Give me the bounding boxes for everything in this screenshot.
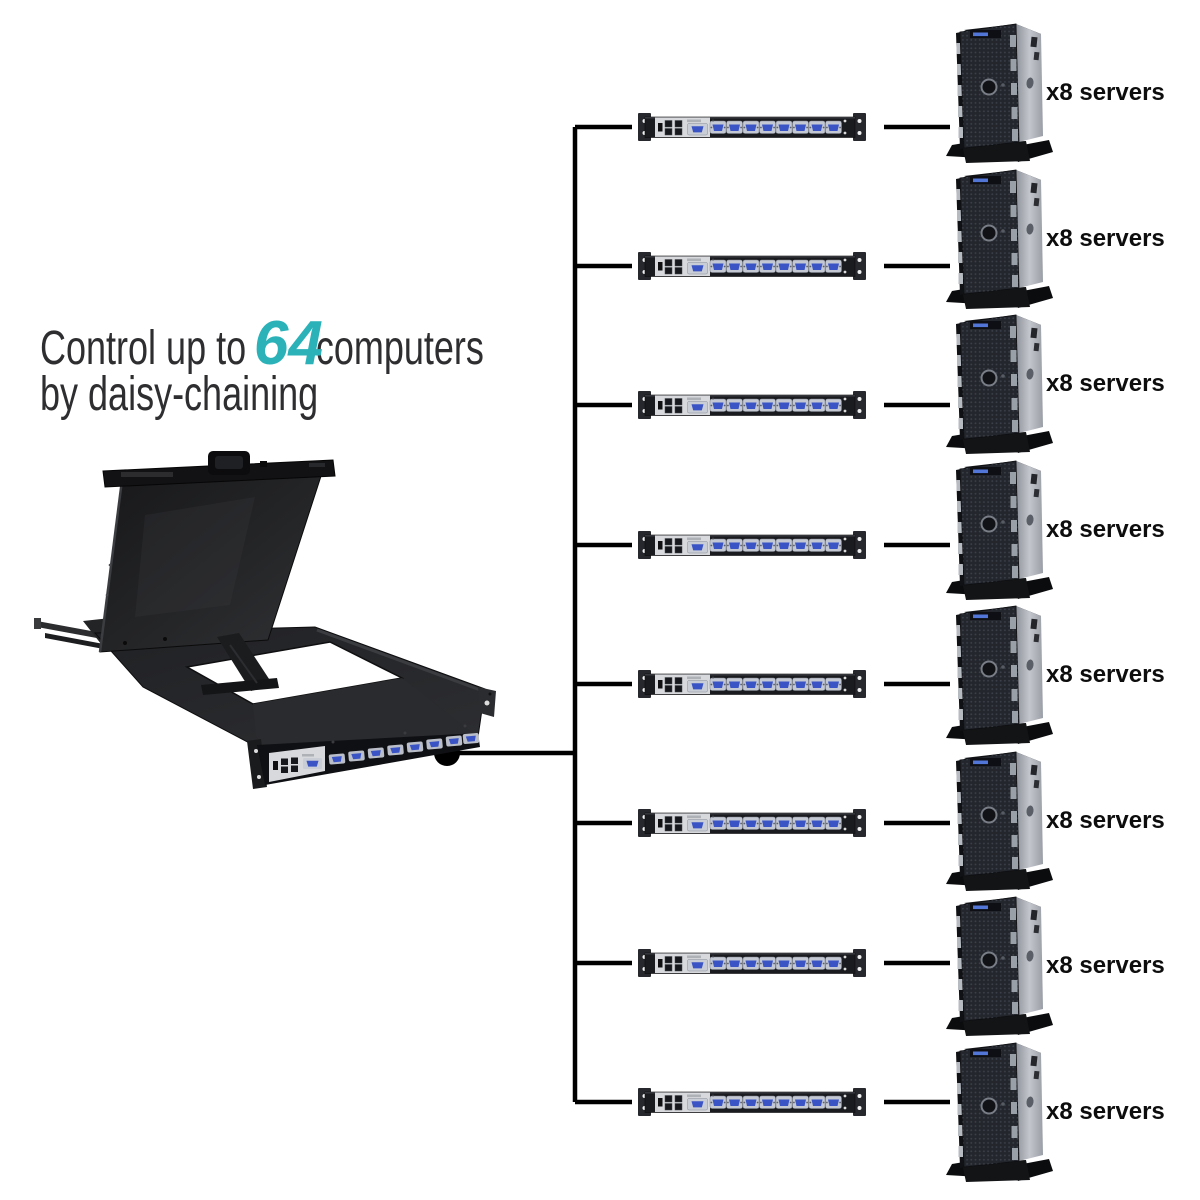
- kvm-switch-image: [637, 390, 867, 420]
- server-tower-image: [945, 605, 1054, 746]
- kvm-switch-image: [637, 251, 867, 281]
- headline-suffix: computers: [315, 322, 484, 375]
- server-count-label: x8 servers: [1046, 807, 1165, 834]
- server-count-label: x8 servers: [1046, 225, 1165, 252]
- server-count-label: x8 servers: [1046, 370, 1165, 397]
- kvm-switch-image: [637, 948, 867, 978]
- headline-line2: by daisy-chaining: [40, 368, 319, 421]
- server-tower-image: [945, 460, 1054, 601]
- kvm-switch-image: [637, 112, 867, 142]
- kvm-switch-image: [637, 808, 867, 838]
- server-count-label: x8 servers: [1046, 661, 1165, 688]
- server-tower-image: [945, 314, 1054, 455]
- headline-prefix: Control up to: [40, 322, 247, 375]
- server-count-label: x8 servers: [1046, 952, 1165, 979]
- server-tower-image: [945, 751, 1054, 892]
- kvm-switch-image: [637, 1087, 867, 1117]
- server-count-label: x8 servers: [1046, 79, 1165, 106]
- headline-number: 64: [253, 309, 323, 378]
- server-tower-image: [945, 23, 1054, 164]
- server-tower-image: [945, 896, 1054, 1037]
- kvm-switch-image: [637, 669, 867, 699]
- server-tower-image: [945, 1042, 1054, 1183]
- console-vga-ports: [328, 732, 480, 765]
- kvm-switch-image: [637, 530, 867, 560]
- server-count-label: x8 servers: [1046, 1098, 1165, 1125]
- server-tower-image: [945, 169, 1054, 310]
- kvm-console-image: [34, 451, 496, 789]
- server-count-label: x8 servers: [1046, 516, 1165, 543]
